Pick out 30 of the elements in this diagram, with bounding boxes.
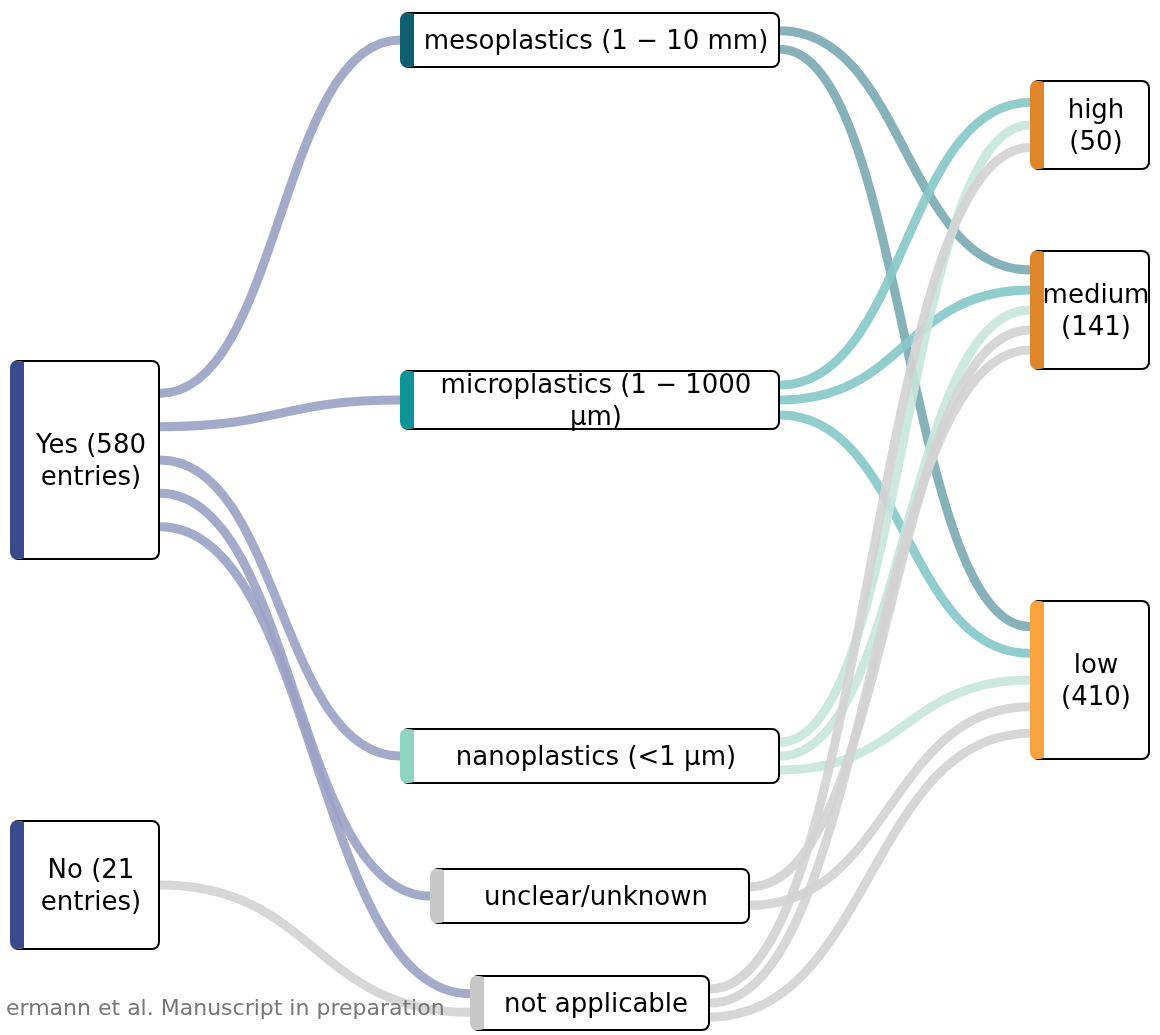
sankey-node: nanoplastics (<1 µm)	[400, 728, 780, 784]
flow-band	[778, 305, 1032, 761]
flow-band	[778, 120, 1032, 747]
sankey-node: Yes (580 entries)	[10, 360, 160, 560]
flow-band	[158, 35, 402, 398]
flow-band	[159, 395, 401, 432]
flow-band	[708, 143, 1032, 994]
flow-band	[158, 488, 432, 901]
flow-band	[748, 325, 1032, 891]
sankey-node: mesoplastics (1 − 10 mm)	[400, 12, 780, 68]
flow-band	[779, 98, 1031, 390]
sankey-node: No (21 entries)	[10, 820, 160, 950]
sankey-node: medium (141)	[1030, 250, 1150, 370]
flow-band	[779, 26, 1031, 275]
sankey-node: microplastics (1 − 1000 µm)	[400, 370, 780, 430]
flow-band	[709, 728, 1031, 1022]
flow-band	[778, 45, 1032, 631]
flow-band	[159, 455, 401, 761]
sankey-node: high (50)	[1030, 80, 1150, 170]
flow-band	[749, 702, 1031, 910]
flow-band	[159, 880, 471, 1017]
sankey-node: unclear/unknown	[430, 868, 750, 924]
flow-band	[158, 522, 472, 999]
sankey-node: low (410)	[1030, 600, 1150, 760]
flow-band	[779, 410, 1031, 658]
sankey-node: not applicable	[470, 975, 710, 1031]
flow-band	[708, 345, 1032, 1008]
caption: ermann et al. Manuscript in preparation	[6, 995, 445, 1020]
flow-band	[779, 285, 1031, 405]
flow-band	[779, 675, 1031, 775]
